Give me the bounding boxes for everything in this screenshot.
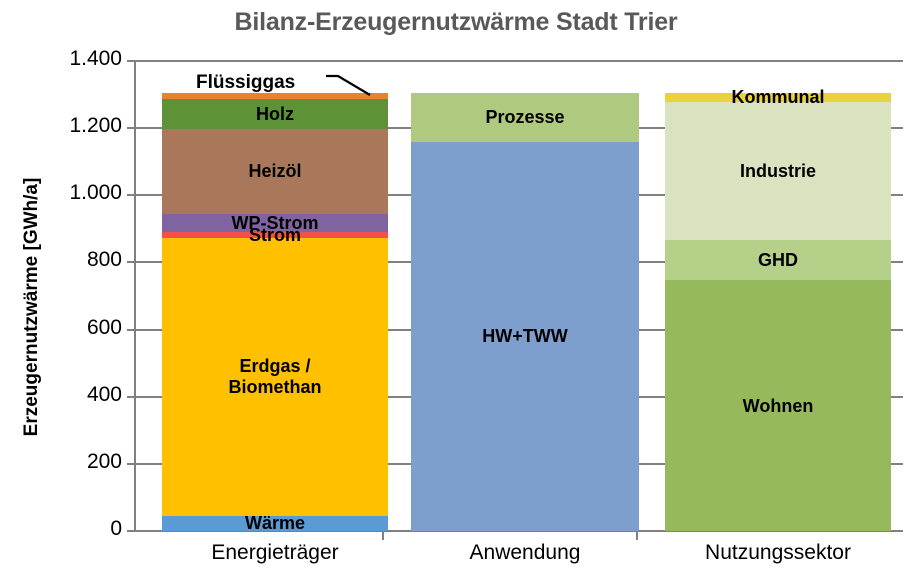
callout-leader-line [326, 74, 371, 96]
bar-segment-prozesse[interactable]: Prozesse [411, 92, 639, 142]
chart-title: Bilanz-Erzeugernutzwärme Stadt Trier [234, 8, 678, 36]
bar-segment-label: WP-Strom [231, 213, 319, 234]
y-axis-tick-label: 1.000 [69, 181, 122, 205]
y-axis-title: Erzeugernutzwärme [GWh/a] [21, 177, 42, 437]
bar-segment-holz[interactable]: Holz [162, 99, 388, 129]
bar-segment-label: Strom [248, 224, 301, 245]
y-axis-tick-label: 400 [86, 382, 122, 406]
bar-segment-heiz-l[interactable]: Heizöl [162, 128, 388, 215]
bar-segment-strom[interactable]: Strom [162, 226, 388, 244]
x-axis-category-label: Energieträger [211, 541, 339, 564]
x-axis-category-label: Nutzungssektor [705, 541, 851, 564]
bar-anwendung[interactable]: HW+TWW Prozesse [411, 92, 639, 531]
y-axis-tick-label: 200 [86, 449, 122, 473]
y-axis-line [134, 61, 136, 532]
x-axis-line [135, 530, 903, 532]
bar-segment-label: Heizöl [248, 161, 302, 182]
bar-segment-label: Kommunal [731, 87, 825, 108]
bar-segment-kommunal[interactable]: Kommunal [665, 88, 891, 106]
bar-segment-label: Wohnen [742, 395, 814, 416]
callout-label-fluessiggas: Flüssiggas [196, 72, 296, 93]
y-axis-tick-label: 1.200 [69, 114, 122, 138]
bar-segment-hw-tww[interactable]: HW+TWW [411, 141, 639, 531]
bar-segment-label: GHD [758, 250, 798, 271]
x-axis-tick [382, 531, 384, 540]
bar-segment-label: Holz [256, 103, 294, 124]
y-axis-tick-label: 600 [86, 315, 122, 339]
bar-segment-wp-strom[interactable]: WP-Strom [162, 214, 388, 232]
bar-segment-ghd[interactable]: GHD [665, 239, 891, 281]
bar-segment-label: Industrie [739, 160, 816, 181]
bar-segment-label: Erdgas /Biomethan [228, 356, 322, 397]
bar-segment-industrie[interactable]: Industrie [665, 101, 891, 240]
x-axis-tick [636, 531, 638, 540]
gridline [135, 60, 903, 62]
bar-segment-wohnen[interactable]: Wohnen [665, 280, 891, 531]
x-axis-category-label: Anwendung [469, 541, 581, 564]
bar-nutzungssektor[interactable]: Wohnen GHD Industrie Kommunal [665, 88, 891, 531]
y-axis-tick-label: 0 [110, 517, 122, 540]
bar-segment-label: Wärme [244, 513, 306, 534]
bar-segment-erdgas-biomethan[interactable]: Erdgas /Biomethan [162, 237, 388, 516]
y-axis-tick-label: 800 [86, 248, 122, 272]
bar-segment-label: HW+TWW [482, 326, 568, 347]
y-axis-tick-label: 1.400 [69, 47, 122, 70]
bar-segment-w-rme[interactable]: Wärme [162, 513, 388, 534]
bar-segment-label: Prozesse [485, 107, 565, 128]
bar-segment-fl-ssiggas[interactable] [162, 92, 388, 99]
